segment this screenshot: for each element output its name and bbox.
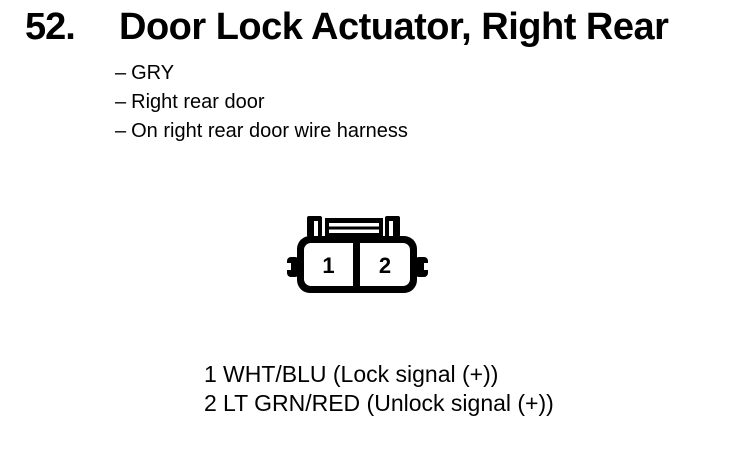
right-ear-icon <box>415 257 428 277</box>
pinout-wire-label: LT GRN/RED (Unlock signal (+)) <box>223 390 554 416</box>
center-latch-icon <box>325 218 383 237</box>
pinout-wire-label: WHT/BLU (Lock signal (+)) <box>223 361 499 387</box>
pin-1-number: 1 <box>322 253 334 278</box>
connector-face-svg: 1 2 <box>287 216 428 293</box>
detail-item-label: GRY <box>131 62 175 84</box>
detail-item-label: On right rear door wire harness <box>131 120 408 142</box>
connector-diagram: 1 2 <box>283 210 433 302</box>
page-title: Door Lock Actuator, Right Rear <box>119 6 669 48</box>
detail-item-location: –Right rear door <box>115 88 408 117</box>
pinout-pin-number: 1 <box>204 361 217 387</box>
detail-item-harness: –On right rear door wire harness <box>115 117 408 146</box>
detail-item-label: Right rear door <box>131 91 265 113</box>
detail-list: –GRY –Right rear door –On right rear doo… <box>115 59 408 146</box>
dash-marker: – <box>115 120 127 142</box>
cavity-divider <box>353 243 360 286</box>
item-number: 52. <box>25 6 76 48</box>
left-ear-icon <box>287 257 299 277</box>
pinout-pin-number: 2 <box>204 390 217 416</box>
right-lock-tab-icon <box>385 216 400 237</box>
left-lock-tab-icon <box>307 216 322 237</box>
pin-2-number: 2 <box>379 253 391 278</box>
dash-marker: – <box>115 91 127 113</box>
detail-item-color: –GRY <box>115 59 408 88</box>
dash-marker: – <box>115 62 127 84</box>
